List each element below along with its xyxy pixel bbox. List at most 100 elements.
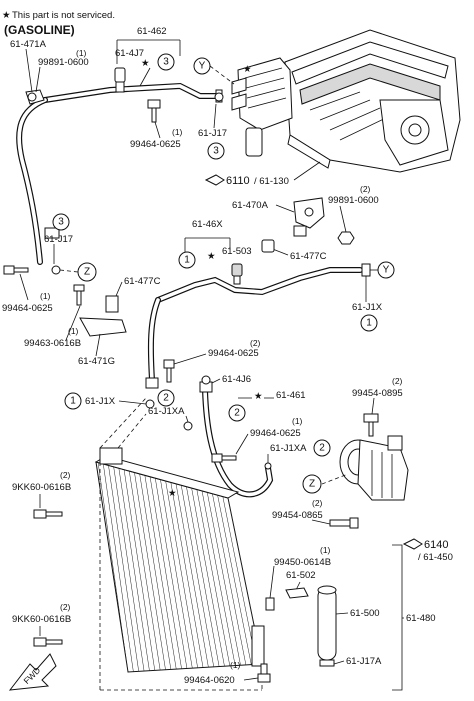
bolt-99464-0620 [257,663,271,683]
callout-1 [360,314,378,332]
hvac-unit-illustration [231,29,461,173]
part-61-502-label: 61-502 [286,570,316,581]
part-61-462-label: 61-462 [137,26,167,37]
callout-Z [77,262,97,282]
nut-99891-0600 [337,231,355,245]
discharge-hose-61-461 [145,297,274,498]
bolt-99454-0865 [329,517,359,529]
bolt-99463-0616B [73,284,85,306]
condenser-fin [139,473,172,670]
qty-label: (2) [360,184,371,194]
condenser-fin [149,476,182,669]
condenser-61-480 [94,447,265,673]
part-99454-0865-label: 99454-0865 [272,510,323,521]
qty-label: (2) [60,602,71,612]
part-61-503-label: 61-503 [222,246,252,257]
ref-61-450: / 61-450 [418,552,453,563]
callout-3 [207,142,225,160]
star-marker: ★ [254,391,263,402]
bolt-99454-0895 [363,413,379,437]
part-61-4J7-label: 61-4J7 [115,48,144,59]
callout-3 [157,53,175,71]
bolt-9KK60-0616B [33,637,63,647]
part-61-471A-label: 61-471A [10,39,47,50]
callout-3-text: 3 [163,57,169,68]
callout-2-text: 2 [319,443,325,454]
condenser-fin [118,467,150,671]
part-61-4J6-label: 61-4J6 [222,374,251,385]
qty-label: (1) [68,326,79,336]
variant-title: (GASOLINE) [4,23,75,37]
ref-6110: 6110 [226,175,250,187]
qty-label: (1) [172,127,183,137]
qty-label: (2) [312,498,323,508]
bolt-99464-0625 [163,359,175,383]
compressor-illustration [339,435,409,501]
qty-label: (1) [230,660,241,670]
part-99464-0625-label: 99464-0625 [208,348,259,359]
pipe-61-46X [155,263,371,303]
qty-label: (2) [392,376,403,386]
part-99450-0614B-label: 99450-0614B [274,557,331,568]
condenser-fin [154,477,188,669]
callout-2 [228,404,246,422]
callout-1 [178,251,196,269]
part-61-J1X-label: 61-J1X [352,302,383,313]
qty-label: (2) [60,470,71,480]
part-9KK60-0616B-label: 9KK60-0616B [12,482,71,493]
condenser-fin [180,484,215,667]
condenser-fin [170,482,204,668]
note-star-icon: ★ [2,10,11,21]
qty-label: (1) [292,416,303,426]
clamp-61-471A [25,89,45,105]
part-61-471G-label: 61-471G [78,356,115,367]
part-61-480-label: 61-480 [406,613,436,624]
condenser-fin [108,464,139,672]
condenser-fin [165,480,198,668]
part-61-J1XA-label: 61-J1XA [270,443,307,454]
qty-label: (1) [40,291,51,301]
condenser-fin [186,486,220,667]
part-61-J17-label: 61-J17 [44,234,73,245]
qty-label: (2) [250,338,261,348]
condenser-fin [97,461,129,673]
forward-arrow-icon [8,653,57,691]
callout-1 [64,392,82,410]
callout-1-text: 1 [70,396,76,407]
pressure-switch-61-503 [231,263,243,285]
condenser-fin [196,489,231,666]
star-marker: ★ [168,488,177,499]
part-61-477C-label: 61-477C [290,251,327,262]
part-61-J1X-label: 61-J1X [85,396,116,407]
part-99463-0616B-label: 99463-0616B [24,338,81,349]
part-9KK60-0616B-label: 9KK60-0616B [12,614,71,625]
condenser-fin [144,474,177,670]
callout-3-text: 3 [213,146,219,157]
bracket-61-471G [79,295,127,337]
condenser-fin [222,496,257,665]
condenser-fin [134,472,166,670]
star-marker: ★ [141,58,150,69]
callout-2-text: 2 [163,393,169,404]
not-serviced-note: This part is not serviced. [12,10,115,21]
callout-2 [157,389,175,407]
receiver-drier-61-500 [317,585,337,667]
callout-Z-text: Z [309,479,315,490]
callout-3 [52,213,70,231]
reference-arrow-icon [204,174,225,186]
o-ring [201,375,211,385]
condenser-fin [102,463,134,672]
star-marker: ★ [207,251,216,262]
bracket-61-470A [293,197,325,237]
condenser-fin [175,483,209,668]
condenser-fin [160,479,193,669]
callout-Z-text: Z [84,267,90,278]
part-99464-0625-label: 99464-0625 [250,428,301,439]
condenser-fin [128,470,161,671]
part-99891-0600-label: 99891-0600 [328,195,379,206]
clamp-61-477C [261,239,275,253]
condenser-fin [191,487,225,667]
bolt-99464-0625 [211,453,237,463]
ref-61-130: / 61-130 [254,176,289,187]
